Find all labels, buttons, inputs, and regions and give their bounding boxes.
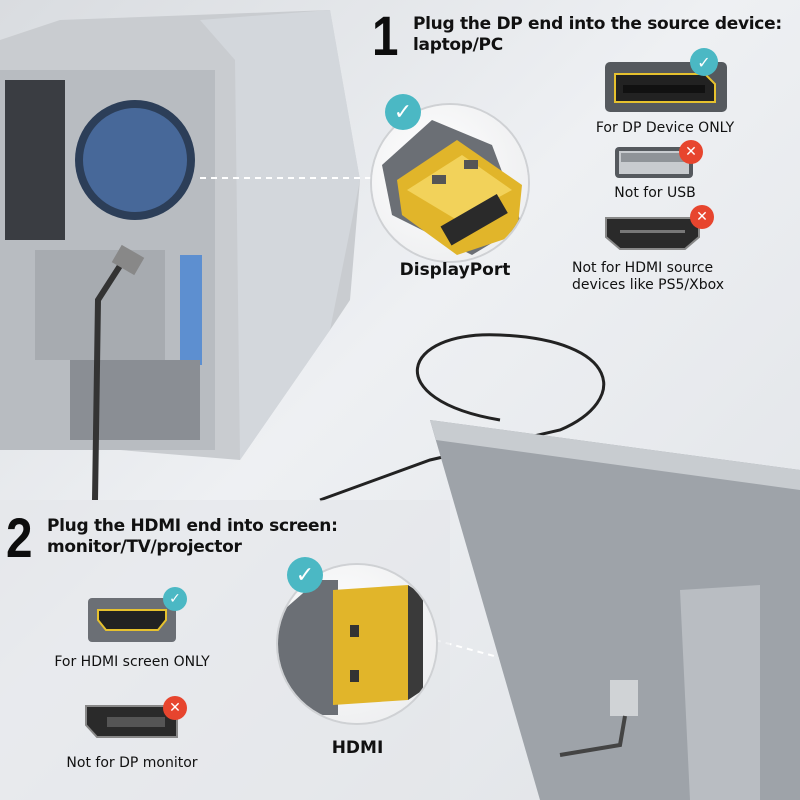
hdmi-plug-icon [278,580,423,715]
dp-port-icon [85,705,178,738]
check-icon: ✓ [287,557,323,593]
hdmi-port-icon [88,598,176,642]
x-icon: ✕ [679,140,703,164]
x-icon: ✕ [163,696,187,720]
check-icon: ✓ [163,587,187,611]
step2-title-line1: Plug the HDMI end into screen: [47,516,338,536]
dp-port-icon [605,62,727,112]
hdmi-label: HDMI [331,738,384,758]
hdmi-connector-closeup [278,565,436,723]
displayport-label: DisplayPort [399,260,511,280]
check-icon: ✓ [690,48,718,76]
port-label: Not for HDMI source devices like PS5/Xbo… [572,260,724,294]
monitor [430,420,800,800]
step1-title-line1: Plug the DP end into the source device: [413,14,782,34]
check-icon: ✓ [385,94,421,130]
pc-tower [0,10,360,460]
hdmi-port-icon [605,217,700,250]
port-label: For DP Device ONLY [595,120,735,136]
step1-title: Plug the DP end into the source device: … [413,14,782,56]
displayport-connector-closeup [372,105,528,261]
port-label: For HDMI screen ONLY [54,654,210,670]
port-label: Not for USB [614,185,696,201]
displayport-plug-icon [382,120,522,255]
step2-number: 2 [6,506,33,569]
step1-number: 1 [372,4,399,67]
port-label: Not for DP monitor [66,755,198,771]
x-icon: ✕ [690,205,714,229]
step2-title-line2: monitor/TV/projector [47,537,242,557]
usb-port-icon [615,147,693,178]
step2-title: Plug the HDMI end into screen: monitor/T… [47,516,338,558]
step1-title-line2: laptop/PC [413,35,503,55]
port-label-line1: Not for HDMI source [572,260,714,276]
port-label-line2: devices like PS5/Xbox [572,277,725,293]
